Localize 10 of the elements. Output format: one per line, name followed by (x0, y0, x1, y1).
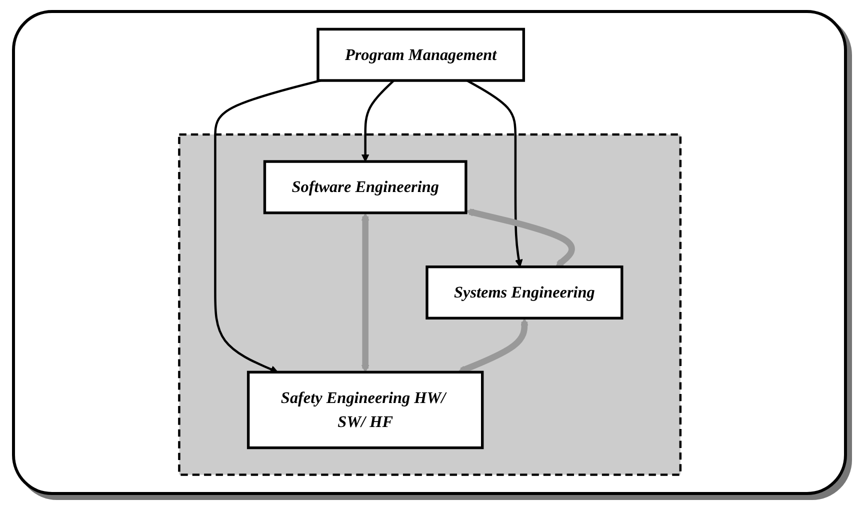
node-box: Software Engineering (264, 160, 468, 214)
arrow (214, 79, 322, 373)
node-box: Systems Engineering (426, 266, 624, 320)
arrow (362, 212, 370, 373)
node-box: Safety Engineering HW/ SW/ HF (247, 370, 484, 450)
cluster (178, 133, 682, 476)
arrow (362, 80, 395, 162)
arrow (466, 80, 523, 268)
arrow (466, 208, 576, 268)
node-box: Program Management (316, 28, 526, 82)
